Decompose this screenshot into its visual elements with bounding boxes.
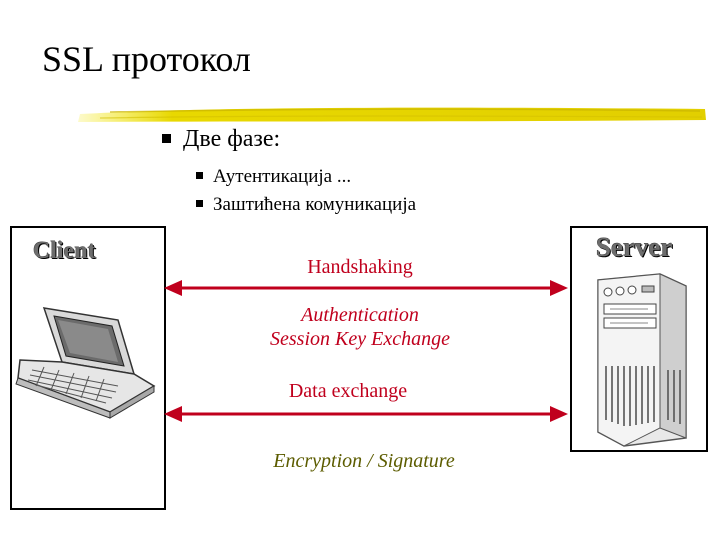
data-exchange-double-arrow [164, 406, 568, 422]
session-key-exchange-text: Session Key Exchange [270, 328, 450, 350]
server-tower-icon [597, 273, 687, 447]
data-exchange-label: Data exchange [288, 380, 408, 402]
slide-title: SSL протокол [42, 39, 251, 79]
server-label: Server [596, 232, 673, 262]
bullet-square-icon [162, 133, 171, 143]
sub-bullet-secure-communication: Заштићена комуникација [196, 194, 416, 216]
bullet-square-icon [196, 200, 203, 208]
handshake-details: Authentication Session Key Exchange [200, 303, 520, 351]
sub-bullet-secure-communication-text: Заштићена комуникација [213, 194, 417, 215]
authentication-text: Authentication [301, 304, 419, 326]
client-label: Client [33, 238, 96, 264]
server-box [570, 226, 708, 452]
arrows-layer [164, 280, 568, 422]
sub-bullet-authentication-text: Аутентикација ... [213, 166, 352, 187]
title-underline [78, 107, 706, 122]
client-box [10, 226, 166, 510]
sub-bullet-authentication: Аутентикација ... [196, 166, 351, 188]
bullet-square-icon [196, 172, 203, 180]
encryption-signature-label: Encryption / Signature [273, 450, 455, 472]
bullet-phases-text: Две фазе: [183, 126, 281, 152]
bullet-phases: Две фазе: [162, 126, 280, 153]
handshake-double-arrow [164, 280, 568, 296]
laptop-icon [15, 307, 156, 419]
handshaking-label: Handshaking [307, 256, 413, 278]
